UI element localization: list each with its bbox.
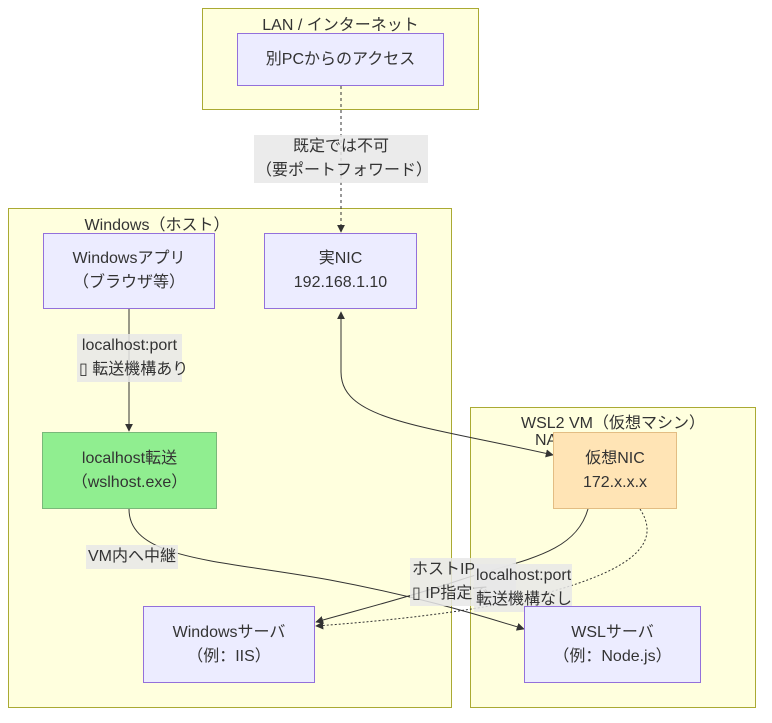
node-sublabel: 172.x.x.x bbox=[582, 473, 648, 491]
node-sublabel: （例：IIS） bbox=[187, 647, 271, 665]
edge-label-line: localhost:port bbox=[476, 567, 572, 584]
node-label: Windowsサーバ bbox=[172, 623, 286, 641]
cluster-windows-title: Windows（ホスト） bbox=[84, 217, 230, 234]
edge-label-external-access: 既定では不可 （要ポートフォワード） bbox=[254, 135, 433, 183]
edge-label-line: （要ポートフォワード） bbox=[256, 162, 433, 179]
node-label: 別PCからのアクセス bbox=[265, 50, 416, 68]
node-label: localhost転送 bbox=[81, 449, 178, 467]
node-sublabel: （ブラウザ等） bbox=[72, 274, 185, 291]
edge-label-line: ホストIP bbox=[412, 561, 476, 578]
node-localhost-forward: localhost転送 （wslhost.exe） bbox=[42, 432, 217, 509]
edge-nic-link bbox=[337, 311, 554, 458]
node-virtual-nic: 仮想NIC 172.x.x.x bbox=[553, 432, 677, 509]
edge-label-wsl-localhost: localhost:port 転送機構なし bbox=[474, 564, 572, 612]
node-sublabel: （例：Node.js） bbox=[553, 647, 672, 665]
cluster-wsl-title: WSL2 VM（仮想マシン） bbox=[520, 415, 706, 432]
node-label: Windowsアプリ bbox=[72, 250, 186, 267]
edge-label-line: 既定では不可 bbox=[292, 138, 389, 155]
edge-label-app-to-forward: localhost:port ▯ 転送機構あり bbox=[77, 334, 189, 382]
edge-label-line: ▯ 転送機構あり bbox=[79, 361, 189, 378]
edge-label-line: VM内へ中継 bbox=[88, 548, 177, 565]
edge-label-line: 転送機構なし bbox=[476, 591, 573, 608]
edge-label-relay-to-vm: VM内へ中継 bbox=[86, 545, 179, 569]
node-real-nic: 実NIC 192.168.1.10 bbox=[264, 233, 417, 309]
edge-relay-to-vm bbox=[128, 508, 525, 631]
node-sublabel: （wslhost.exe） bbox=[71, 473, 188, 491]
node-other-pc: 別PCからのアクセス bbox=[237, 33, 444, 86]
node-label: 実NIC bbox=[318, 250, 363, 267]
node-label: 仮想NIC bbox=[585, 449, 645, 467]
node-windows-app: Windowsアプリ （ブラウザ等） bbox=[43, 233, 215, 309]
cluster-lan-title: LAN / インターネット bbox=[262, 17, 419, 34]
node-label: WSLサーバ bbox=[571, 623, 654, 641]
node-sublabel: 192.168.1.10 bbox=[293, 274, 388, 291]
edge-label-line: localhost:port bbox=[81, 337, 178, 354]
node-wsl-server: WSLサーバ （例：Node.js） bbox=[524, 606, 701, 683]
edge-label-line: ▯ IP指定で bbox=[412, 585, 489, 602]
node-windows-server: Windowsサーバ （例：IIS） bbox=[143, 606, 315, 683]
